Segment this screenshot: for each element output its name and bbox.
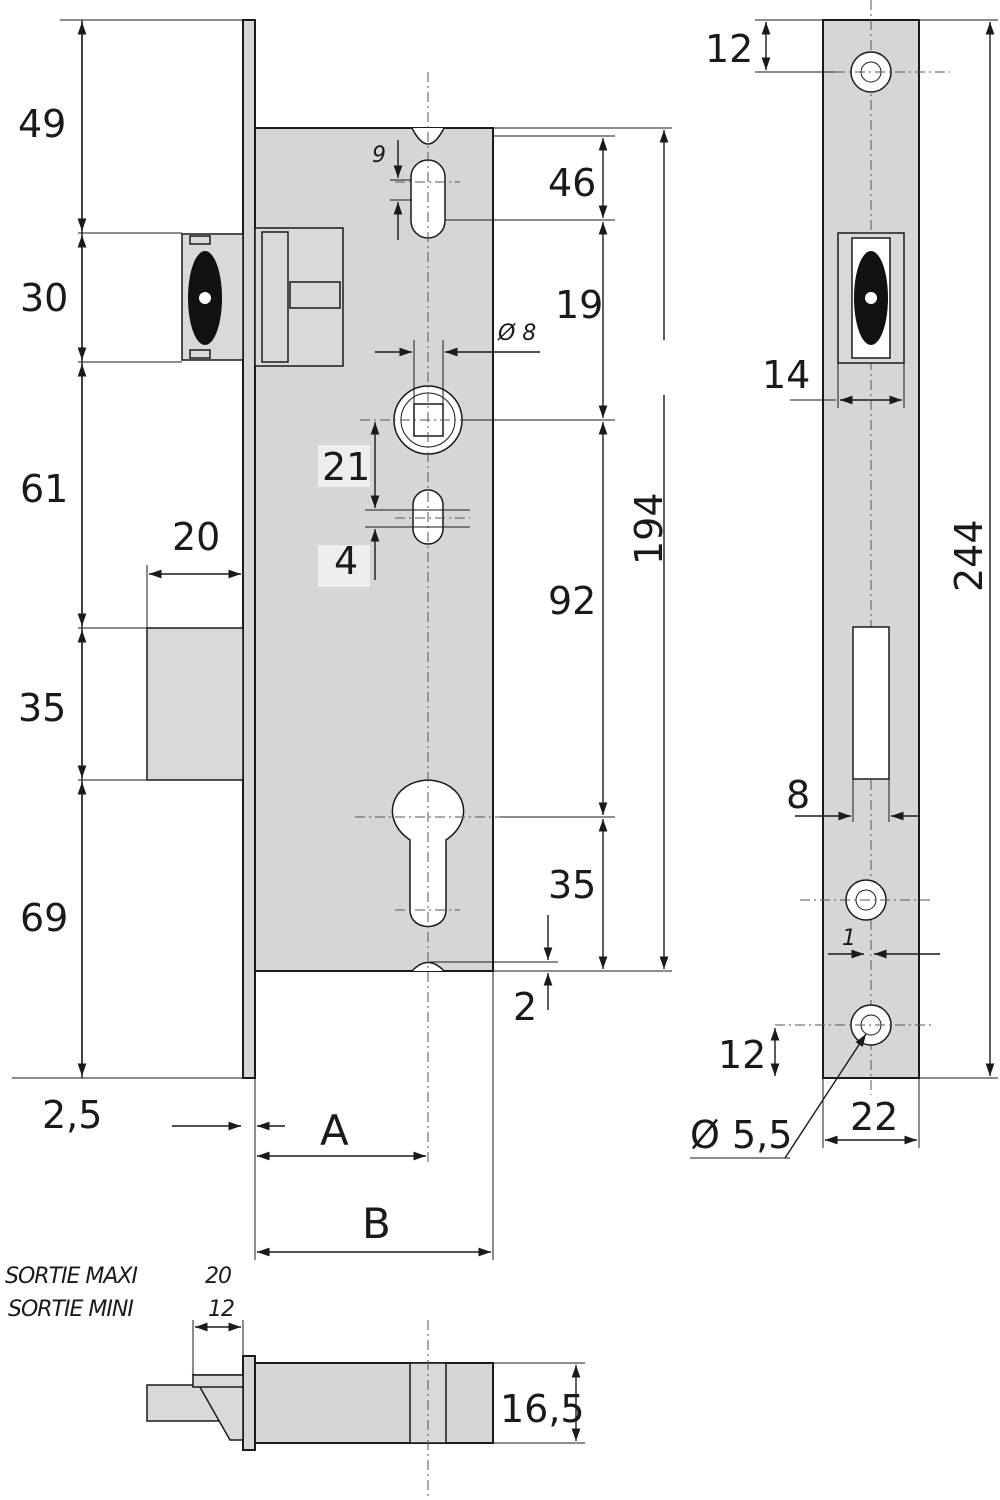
dim-21: 21 xyxy=(322,445,370,489)
lock-body-view xyxy=(146,19,500,1165)
dim-46: 46 xyxy=(548,161,596,205)
sortie-maxi-label: SORTIE MAXI xyxy=(5,1264,137,1289)
dim-69: 69 xyxy=(20,896,68,940)
dim-12-top: 12 xyxy=(705,27,753,71)
dim-19: 19 xyxy=(555,283,603,327)
dim-9: 9 xyxy=(372,143,386,168)
bolt-case xyxy=(254,1362,494,1444)
dim-30: 30 xyxy=(20,276,68,320)
sortie-mini-value: 12 xyxy=(208,1297,234,1322)
backset-dimensions: A B xyxy=(257,971,494,1260)
dim-244: 244 xyxy=(947,519,991,592)
latch-bar xyxy=(289,281,341,309)
latch-inner xyxy=(261,231,289,363)
dim-2: 2 xyxy=(513,985,537,1029)
faceplate-thickness-dimension: 2,5 xyxy=(42,1078,285,1260)
bolt-view-dimensions: SORTIE MAXI 20 SORTIE MINI 12 16,5 xyxy=(5,1264,585,1444)
dim-12-bottom: 12 xyxy=(718,1033,766,1077)
dim-a: A xyxy=(320,1106,349,1155)
dim-20: 20 xyxy=(172,515,220,559)
dim-1: 1 xyxy=(842,926,856,951)
strike-plate-view xyxy=(775,0,950,1095)
dim-b: B xyxy=(362,1199,391,1248)
overall-height-dimension: 194 xyxy=(493,127,672,972)
bolt-width-dimension: 20 xyxy=(146,515,241,628)
dim-dia-8: Ø 8 xyxy=(497,321,536,346)
dim-92: 92 xyxy=(548,579,596,623)
strike-dimensions: 12 14 244 8 1 12 Ø 5,5 22 xyxy=(690,19,998,1159)
sortie-mini-label: SORTIE MINI xyxy=(8,1297,133,1322)
slot-dimension: 9 xyxy=(372,140,412,240)
dim-4: 4 xyxy=(334,539,358,583)
sortie-maxi-value: 20 xyxy=(205,1264,231,1289)
deadbolt xyxy=(146,627,244,781)
left-dimensions: 49 30 61 35 69 xyxy=(12,19,255,1079)
bolt-faceplate xyxy=(242,1355,256,1451)
dim-16-5: 16,5 xyxy=(500,1387,585,1431)
bolt-top-view xyxy=(146,1320,494,1500)
dim-61: 61 xyxy=(20,467,68,511)
strike-bolt-slot xyxy=(852,626,890,780)
dim-49: 49 xyxy=(18,102,66,146)
dim-dia-5-5: Ø 5,5 xyxy=(690,1113,792,1157)
bottom-offset-dimension: 2 xyxy=(430,915,558,1029)
dim-14: 14 xyxy=(762,353,810,397)
dim-35-right: 35 xyxy=(548,863,596,907)
dim-2-5: 2,5 xyxy=(42,1093,102,1137)
dim-22: 22 xyxy=(850,1095,898,1139)
dim-8: 8 xyxy=(786,773,810,817)
dim-194: 194 xyxy=(627,492,671,565)
right-dimensions: 46 19 92 35 xyxy=(445,135,615,972)
lower-spacing-dimensions: 21 4 xyxy=(318,422,470,587)
faceplate xyxy=(242,19,256,1079)
dim-35-left: 35 xyxy=(18,686,66,730)
follower-diameter-dimension: Ø 8 xyxy=(375,321,540,404)
